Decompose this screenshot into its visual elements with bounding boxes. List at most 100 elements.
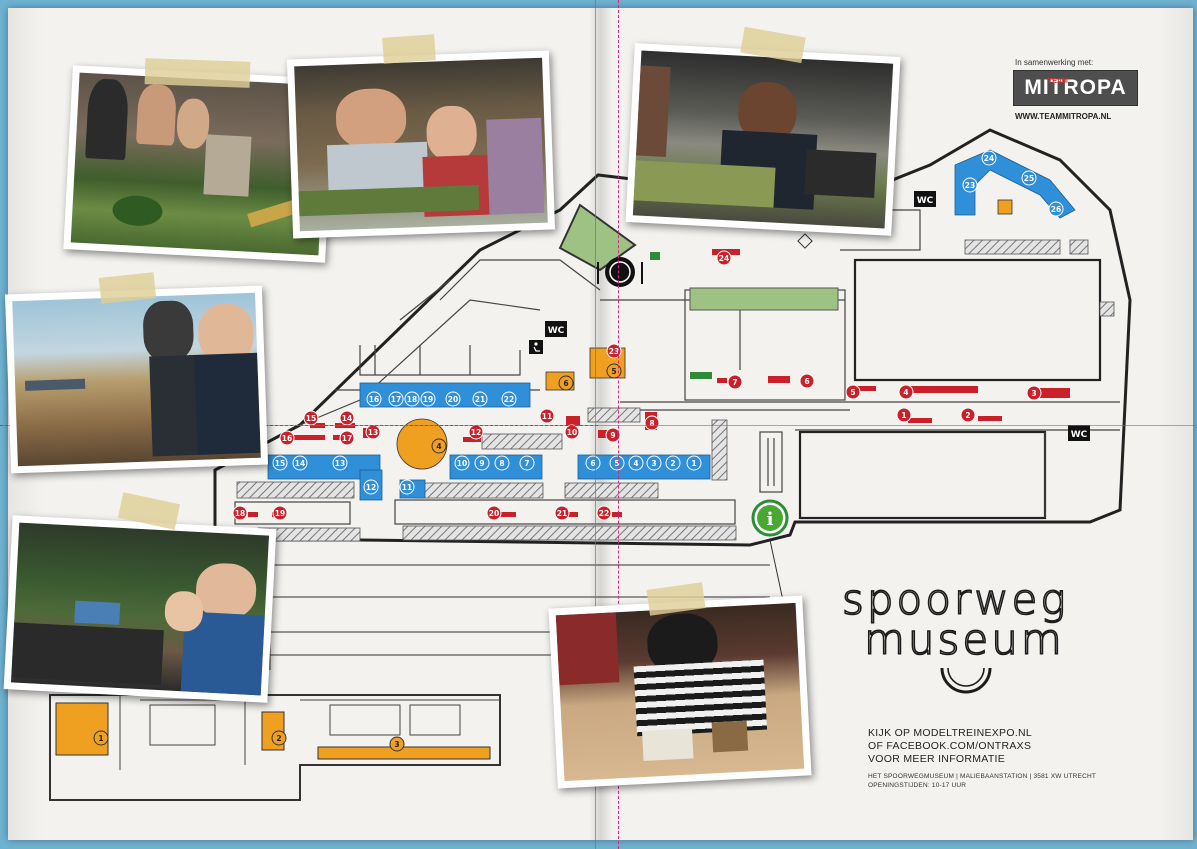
blue-stand-marker-label: 7 bbox=[524, 459, 529, 468]
partner-label: In samenwerking met: bbox=[1015, 58, 1094, 67]
blue-stand-marker-circle bbox=[474, 455, 490, 471]
red-stand-marker: 16 bbox=[279, 430, 295, 446]
red-stand-marker-label: 17 bbox=[342, 434, 352, 443]
blue-stand-marker-label: 11 bbox=[402, 483, 412, 492]
blue-stand-marker: 19 bbox=[420, 391, 436, 407]
photo-forest-layout-family bbox=[3, 515, 277, 703]
orange-stand-marker-circle bbox=[389, 736, 405, 752]
blue-stand-marker-label: 20 bbox=[448, 395, 458, 404]
blue-stand-marker-label: 25 bbox=[1024, 174, 1034, 183]
blue-stand-marker-circle bbox=[1021, 170, 1037, 186]
red-stand-marker: 12 bbox=[468, 424, 484, 440]
blue-stand-marker-label: 14 bbox=[295, 459, 305, 468]
red-stand-marker: 2 bbox=[960, 407, 976, 423]
red-stand-marker-label: 9 bbox=[610, 431, 615, 440]
wc-icon: WC bbox=[914, 191, 936, 207]
info-line-facebook[interactable]: OF FACEBOOK.COM/ONTRAXS bbox=[868, 740, 1032, 752]
partner-url[interactable]: WWW.TEAMMITROPA.NL bbox=[1015, 112, 1112, 121]
cut-line-horizontal bbox=[0, 425, 598, 426]
blue-stand-marker-label: 23 bbox=[965, 181, 975, 190]
blue-stand-marker-circle bbox=[332, 455, 348, 471]
partner-logo: TEAM MITROPA bbox=[1013, 70, 1138, 106]
blue-stand-marker-label: 13 bbox=[335, 459, 345, 468]
red-stand-marker-circle bbox=[845, 384, 861, 400]
red-stand-marker-circle bbox=[1026, 385, 1042, 401]
cut-line-vertical bbox=[618, 0, 619, 849]
blue-stand-marker-circle bbox=[454, 455, 470, 471]
fold-line-horizontal bbox=[0, 425, 1197, 426]
red-stand-marker: 18 bbox=[232, 505, 248, 521]
red-stand-marker-label: 22 bbox=[599, 509, 609, 518]
orange-stand-marker-label: 6 bbox=[563, 379, 568, 388]
tape-strip bbox=[144, 58, 251, 88]
blue-stand-marker: 18 bbox=[404, 391, 420, 407]
wc-label: WC bbox=[548, 326, 565, 336]
blue-stand-marker: 1 bbox=[686, 455, 702, 471]
blue-stand-marker: 17 bbox=[388, 391, 404, 407]
museum-logo-smile bbox=[940, 667, 992, 694]
green-strip bbox=[690, 372, 712, 379]
info-line-more: VOOR MEER INFORMATIE bbox=[868, 753, 1006, 765]
red-stand-marker-circle bbox=[716, 250, 732, 266]
blue-stand-marker-circle bbox=[388, 391, 404, 407]
orange-stand-marker-circle bbox=[558, 375, 574, 391]
red-stand-marker-label: 13 bbox=[368, 428, 378, 437]
blue-stand-marker-circle bbox=[646, 455, 662, 471]
lower-building bbox=[49, 694, 501, 801]
blue-stand-marker: 21 bbox=[472, 391, 488, 407]
orange-stand-marker: 4 bbox=[431, 438, 447, 454]
green-area bbox=[689, 287, 839, 311]
blue-stand-marker-circle bbox=[686, 455, 702, 471]
blue-stand-marker: 11 bbox=[399, 479, 415, 495]
photo-girl-crafting bbox=[548, 595, 812, 789]
blue-stand-marker-label: 2 bbox=[670, 459, 675, 468]
red-stand-marker: 1 bbox=[896, 407, 912, 423]
restaurant-icon bbox=[597, 257, 643, 287]
red-stand-marker-label: 12 bbox=[471, 428, 481, 437]
red-stand-marker-circle bbox=[644, 415, 660, 431]
orange-stand-marker-circle bbox=[606, 363, 622, 379]
red-stand-marker-label: 20 bbox=[489, 509, 499, 518]
blue-stand-marker: 2 bbox=[665, 455, 681, 471]
blue-stand-marker-circle bbox=[420, 391, 436, 407]
blue-stand-marker-label: 24 bbox=[984, 154, 994, 163]
address-block: HET SPOORWEGMUSEUM | MALIEBAANSTATION | … bbox=[868, 772, 1096, 790]
partner-logo-text: MITROPA bbox=[1024, 76, 1127, 99]
orange-stand-marker: 6 bbox=[558, 375, 574, 391]
red-stand-marker-label: 7 bbox=[732, 378, 737, 387]
red-stand-marker-circle bbox=[799, 373, 815, 389]
red-stand-marker-label: 11 bbox=[542, 412, 552, 421]
red-stand-marker-circle bbox=[898, 384, 914, 400]
museum-title-line2: museum bbox=[863, 615, 1065, 664]
blue-stand-marker: 25 bbox=[1021, 170, 1037, 186]
red-stand-marker-label: 3 bbox=[1031, 389, 1036, 398]
blue-stand-marker-circle bbox=[1048, 201, 1064, 217]
blue-stand-marker: 8 bbox=[494, 455, 510, 471]
info-label: i bbox=[767, 509, 774, 530]
museum-title-line1: spoorweg bbox=[841, 575, 1069, 624]
red-stand-marker: 14 bbox=[339, 410, 355, 426]
blue-stand-marker-circle bbox=[404, 391, 420, 407]
red-stand-marker-circle bbox=[279, 430, 295, 446]
red-stand-marker-label: 10 bbox=[567, 428, 577, 437]
photo-workshop-man-boy bbox=[286, 50, 556, 239]
wheelchair-icon bbox=[529, 340, 543, 354]
red-stand-marker-circle bbox=[606, 343, 622, 359]
blue-stand-marker-label: 18 bbox=[407, 395, 417, 404]
orange-stand-marker-label: 3 bbox=[394, 740, 399, 749]
blue-stand-marker-circle bbox=[628, 455, 644, 471]
red-stand-marker: 23 bbox=[606, 343, 622, 359]
wc-icon: WC bbox=[545, 321, 567, 337]
blue-stand-marker-label: 8 bbox=[499, 459, 504, 468]
green-strip bbox=[650, 252, 660, 260]
wc-icon: WC bbox=[1068, 425, 1090, 441]
red-stand-marker-label: 2 bbox=[965, 411, 970, 420]
blue-stand-marker: 12 bbox=[363, 479, 379, 495]
info-line-website[interactable]: KIJK OP MODELTREINEXPO.NL bbox=[868, 727, 1033, 739]
blue-stand-marker-circle bbox=[501, 391, 517, 407]
info-block: KIJK OP MODELTREINEXPO.NL OF FACEBOOK.CO… bbox=[868, 727, 1032, 766]
hatched-blocks bbox=[236, 239, 1115, 542]
orange-stand-marker: 2 bbox=[271, 730, 287, 746]
red-stand-marker-label: 5 bbox=[850, 388, 855, 397]
